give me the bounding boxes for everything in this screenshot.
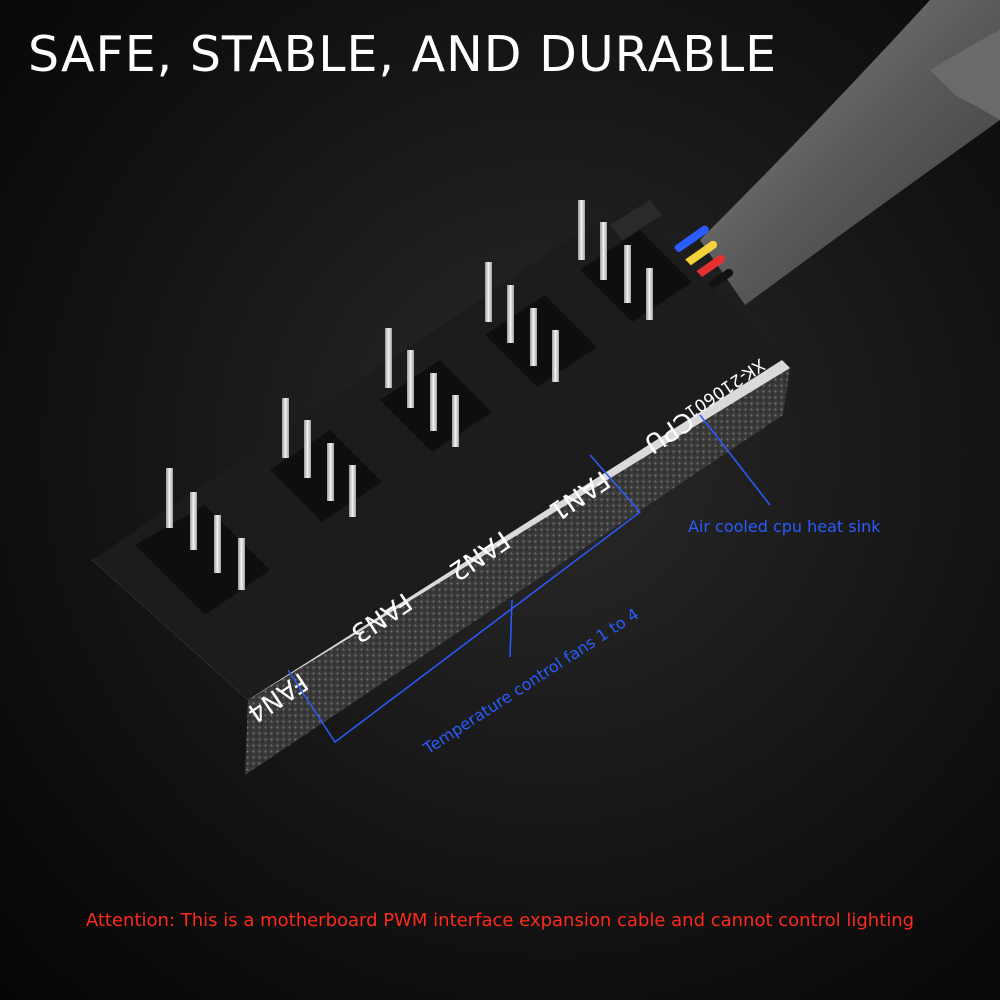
hub-board	[92, 200, 790, 775]
callout-lines	[287, 414, 771, 744]
header-fan3	[270, 398, 382, 522]
fan-headers	[135, 200, 692, 615]
header-fan1	[485, 262, 597, 387]
attention-notice: Attention: This is a motherboard PWM int…	[85, 910, 915, 931]
headline: SAFE, STABLE, AND DURABLE	[28, 26, 778, 83]
header-fan2	[380, 328, 492, 452]
callout-cpu-heatsink: Air cooled cpu heat sink	[688, 517, 881, 536]
cable	[674, 0, 1000, 305]
header-cpu	[578, 200, 692, 322]
header-fan4	[135, 468, 270, 615]
